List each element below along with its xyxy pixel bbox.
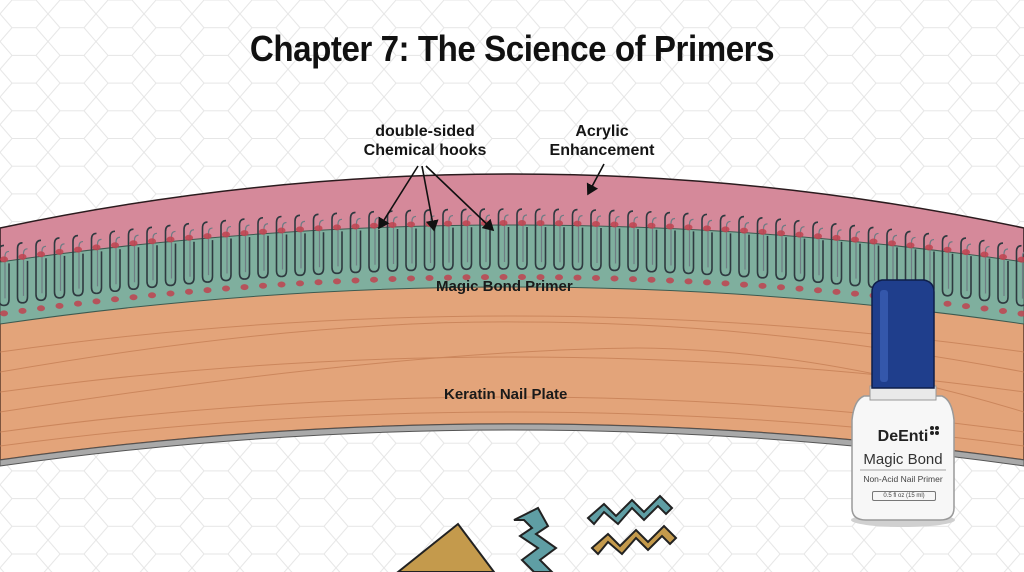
chemical-hook [941, 234, 954, 307]
cap-highlight [880, 290, 888, 382]
annotation-arrows [378, 163, 605, 232]
acrylic-arrow [586, 163, 605, 196]
chemical-hook [220, 219, 232, 292]
chemical-hook [183, 222, 195, 295]
chemical-hook [238, 218, 251, 291]
acrylic-label-line1: Acrylic [575, 123, 629, 140]
chemical-hook [571, 208, 584, 281]
chemical-hook [849, 224, 861, 297]
hooks-annotation-label: double-sided Chemical hooks [360, 122, 490, 160]
chemical-hook [756, 217, 769, 289]
chemical-hook [682, 212, 695, 285]
product-bottle-graphic [851, 279, 955, 527]
primer-layer-label: Magic Bond Primer [436, 278, 573, 295]
chemical-hook [72, 234, 84, 307]
chemical-hook [627, 210, 639, 283]
chemical-hook [442, 208, 454, 281]
chemical-hook [534, 208, 547, 281]
chemical-hook [516, 208, 528, 281]
chemical-hook [405, 209, 417, 282]
chemical-hook [90, 232, 103, 305]
bottle-volume-text: 0.5 fl oz (15 ml) [872, 491, 936, 501]
hooks-label-line1: double-sided [375, 123, 475, 140]
chemical-hook [294, 214, 306, 287]
chemical-hook [793, 219, 806, 292]
teal-wave-shape [586, 494, 674, 526]
chemical-hook [164, 224, 177, 297]
product-bottle-label: DeEnti Magic Bond Non-Acid Nail Primer 0… [848, 278, 958, 526]
chemical-hook [1015, 244, 1024, 317]
nail-plate-layer-label: Keratin Nail Plate [444, 386, 568, 403]
chemical-hook [738, 215, 750, 288]
chemical-hook [460, 208, 473, 281]
chemical-hook [146, 226, 158, 299]
chemical-hook [0, 244, 10, 317]
chemical-hook [16, 242, 29, 314]
decorative-shapes [396, 494, 678, 572]
chemical-hook [997, 242, 1009, 315]
chemical-hook [349, 211, 362, 284]
chemical-hook [201, 221, 214, 294]
hooks-label-line2: Chemical hooks [363, 142, 487, 159]
teal-zigzag-shape [513, 506, 558, 572]
page-title: Chapter 7: The Science of Primers [249, 28, 775, 69]
gold-wave-shape [590, 524, 678, 556]
chemical-hook [645, 210, 658, 283]
bottle-body [851, 395, 955, 521]
bottle-product-text: Magic Bond [863, 451, 943, 468]
chemical-hook [775, 218, 787, 291]
brand-dots-icon [930, 426, 939, 435]
chemical-hook [275, 215, 288, 288]
hooks-arrow-right [425, 165, 495, 232]
chemical-hook [312, 213, 325, 286]
chemical-hook [331, 212, 343, 285]
nail-plate-bottom-edge [0, 423, 1024, 467]
chemical-hook [812, 221, 824, 294]
chemical-hooks-group [0, 208, 1024, 317]
chemical-hook [978, 239, 991, 312]
chemical-hook [590, 209, 602, 281]
chemical-hook [53, 237, 66, 309]
chemical-hook [830, 223, 843, 295]
chemical-hook [35, 239, 47, 312]
chemical-hook [497, 208, 510, 281]
chemical-hook [608, 209, 621, 282]
chemical-hook [553, 208, 565, 281]
chemical-hook [109, 230, 121, 303]
hooks-arrow-middle [421, 165, 439, 232]
chemical-hook [701, 213, 713, 286]
bottle-brand-text: DeEnti [877, 428, 929, 445]
chemical-hook [127, 228, 140, 301]
bottle-subtitle-text: Non-Acid Nail Primer [863, 474, 943, 484]
gold-triangle-shape [396, 522, 496, 572]
chemical-hook [719, 214, 732, 287]
chemical-hook [257, 216, 269, 289]
acrylic-annotation-label: Acrylic Enhancement [540, 122, 664, 160]
chemical-hook [664, 211, 676, 284]
chemical-hook [960, 237, 972, 310]
acrylic-label-line2: Enhancement [549, 142, 655, 159]
hooks-arrow-left [378, 165, 419, 230]
